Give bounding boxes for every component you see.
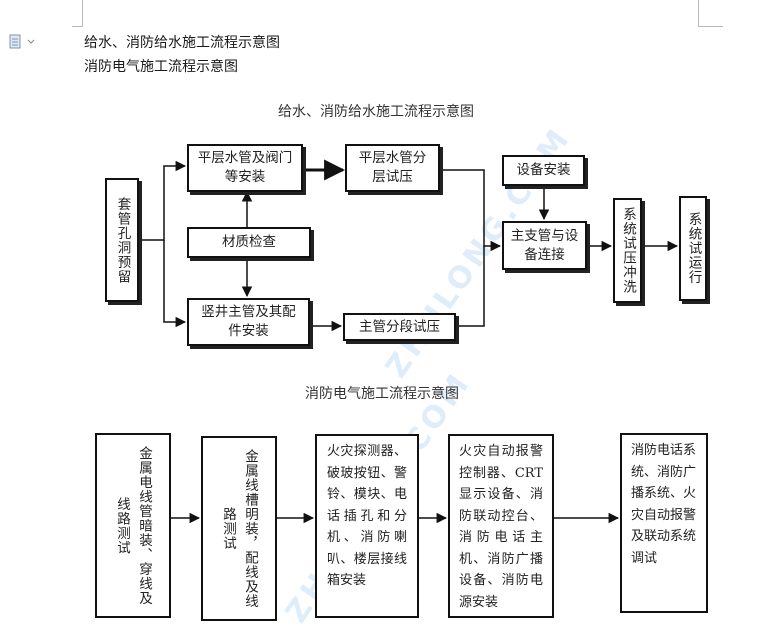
page-corner-mark-left: [72, 0, 83, 27]
node-flush: 系统试压冲洗: [613, 198, 642, 303]
outline-item-electric[interactable]: 消防电气施工流程示意图: [84, 59, 238, 75]
step-detector-install: 火灾探测器、破玻按钮、警铃、模块、电话插孔和分机、消防喇叭、楼层接线箱安装: [315, 434, 419, 618]
diagram2-title: 消防电气施工流程示意图: [305, 386, 459, 402]
connector-sleeve-to-horizontal: [139, 160, 187, 241]
node-material-check: 材质检查: [187, 227, 311, 258]
node-trial-run-label: 系统试运行: [685, 212, 702, 285]
step-conduit-wiring: 金属电线管暗装、穿线及线路测试: [95, 433, 171, 618]
node-sleeve-reservation: 套管孔洞预留: [105, 178, 139, 302]
node-main-test-label: 主管分段试压: [359, 318, 440, 335]
node-horizontal-install: 平层水管及阀门等安装: [187, 144, 303, 192]
node-main-test: 主管分段试压: [343, 313, 456, 341]
step-system-debug-label: 消防电话系统、消防广播系统、火灾自动报警及联动系统调试: [631, 443, 697, 566]
node-equipment-install-label: 设备安装: [516, 162, 571, 178]
node-sleeve-label: 套管孔洞预留: [114, 196, 131, 284]
node-horizontal-test: 平层水管分层试压: [345, 144, 440, 192]
outline-item-water[interactable]: 给水、消防给水施工流程示意图: [84, 35, 280, 51]
node-material-check-label: 材质检查: [222, 234, 276, 250]
step-controller-install-label: 火灾自动报警控制器、CRT显示设备、消防联动控台、消防电话主机、消防广播设备、消…: [459, 444, 543, 610]
node-connect: 主支管与设备连接: [502, 221, 587, 270]
node-vertical-install: 竖井主管及其配件安装: [187, 298, 310, 346]
node-connect-label: 主支管与设备连接: [510, 227, 579, 263]
step-detector-install-label: 火灾探测器、破玻按钮、警铃、模块、电话插孔和分机、消防喇叭、楼层接线箱安装: [327, 444, 407, 588]
page-corner-mark-right: [698, 0, 723, 27]
node-horizontal-test-label: 平层水管分层试压: [358, 150, 427, 185]
node-flush-label: 系统试压冲洗: [620, 207, 636, 294]
step-controller-install: 火灾自动报警控制器、CRT显示设备、消防联动控台、消防电话主机、消防广播设备、消…: [448, 434, 554, 618]
node-horizontal-install-label: 平层水管及阀门等安装: [197, 150, 293, 185]
diagram1-title: 给水、消防给水施工流程示意图: [278, 104, 474, 120]
node-equipment-install: 设备安装: [502, 155, 585, 186]
connector-main-test-to-connect: [456, 246, 485, 327]
step-trunking-wiring: 金属线槽明装，配线及线路测试: [201, 436, 277, 621]
step-trunking-wiring-label: 金属线槽明装，配线及线路测试: [220, 448, 258, 609]
node-vertical-install-label: 竖井主管及其配件安装: [201, 304, 296, 339]
connector-test-to-connect: [440, 169, 502, 252]
step-system-debug: 消防电话系统、消防广播系统、火灾自动报警及联动系统调试: [620, 433, 708, 613]
document-outline-icon[interactable]: [8, 34, 38, 50]
connector-sleeve-to-vertical: [163, 240, 187, 328]
node-trial-run: 系统试运行: [679, 196, 707, 301]
step-conduit-wiring-label: 金属电线管暗装、穿线及线路测试: [114, 445, 152, 606]
